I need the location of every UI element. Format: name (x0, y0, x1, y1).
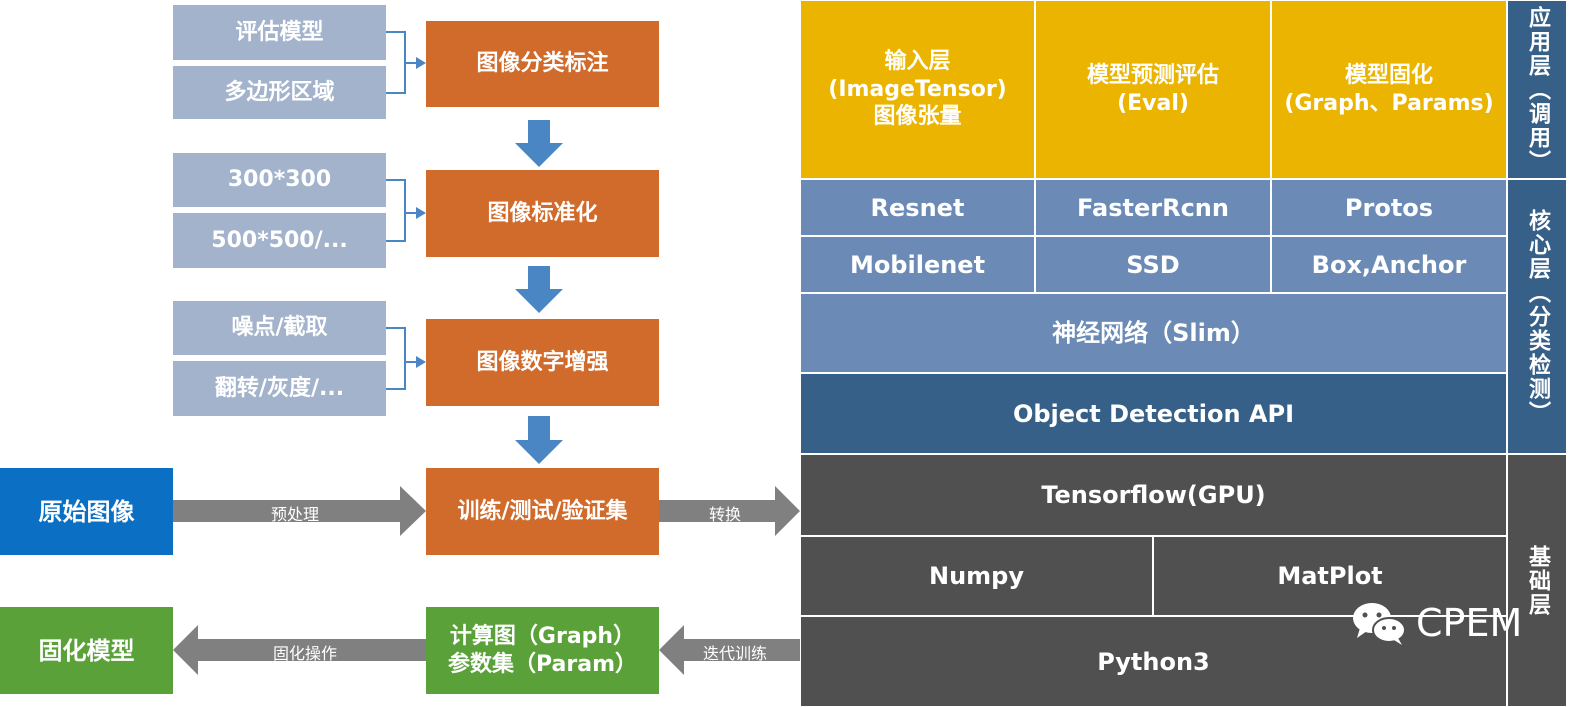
freeze-op-label: 固化操作 (272, 644, 337, 663)
iterate-label: 迭代训练 (702, 644, 767, 663)
wechat-icon (1353, 603, 1406, 645)
input-size-300: 300*300 (173, 153, 386, 207)
app-eval-line1: 模型预测评估 (1086, 63, 1219, 88)
input-polygon-region: 多边形区域 (173, 66, 386, 119)
bracket-arrowhead-2 (416, 207, 426, 219)
convert-arrow (659, 486, 800, 536)
app-input-line1: 输入层 (884, 49, 951, 75)
graph-label: 计算图（Graph） (449, 624, 636, 649)
base-matplot: MatPlot (1153, 536, 1507, 616)
brand-watermark: CPEM (1350, 600, 1522, 646)
down-arrow-2 (515, 266, 563, 313)
input-size-500: 500*500/... (173, 213, 386, 268)
side-label-core: 核心层（分类检测） (1507, 179, 1567, 454)
app-input-line2: (ImageTensor) (828, 76, 1007, 102)
app-freeze-layer: 模型固化 (Graph、Params) (1271, 0, 1507, 179)
graph-param-box: 计算图（Graph） 参数集（Param） (426, 607, 659, 694)
app-eval-layer: 模型预测评估 (Eval) (1035, 0, 1271, 179)
bracket-arrowhead-1 (416, 57, 426, 69)
preprocess-arrow (173, 486, 426, 536)
input-eval-model: 评估模型 (173, 5, 386, 60)
input-noise-crop: 噪点/截取 (173, 301, 386, 355)
step-image-augment: 图像数字增强 (426, 319, 659, 406)
input-bracket-2 (386, 179, 418, 242)
final-model-box: 固化模型 (0, 607, 173, 694)
core-ssd: SSD (1035, 236, 1271, 293)
source-image-box: 原始图像 (0, 468, 173, 555)
core-fasterrcnn: FasterRcnn (1035, 179, 1271, 236)
brand-text: CPEM (1416, 601, 1523, 645)
convert-label: 转换 (708, 505, 741, 524)
input-bracket-3 (386, 327, 418, 390)
core-resnet: Resnet (800, 179, 1035, 236)
step-image-normalize: 图像标准化 (426, 170, 659, 257)
app-freeze-line2: (Graph、Params) (1284, 90, 1494, 116)
core-mobilenet: Mobilenet (800, 236, 1035, 293)
app-eval-line2: (Eval) (1117, 90, 1189, 116)
core-od-api: Object Detection API (800, 373, 1507, 454)
input-bracket-1 (386, 31, 418, 94)
app-freeze-line1: 模型固化 (1344, 63, 1433, 88)
step-dataset-split: 训练/测试/验证集 (426, 468, 659, 555)
param-label: 参数集（Param） (448, 651, 637, 677)
side-label-app: 应用层（调用） (1507, 0, 1567, 179)
preprocess-label: 预处理 (270, 505, 319, 524)
core-protos: Protos (1271, 179, 1507, 236)
freeze-arrow (173, 625, 426, 675)
input-flip-gray: 翻转/灰度/... (173, 361, 386, 416)
base-numpy: Numpy (800, 536, 1153, 616)
base-tensorflow: Tensorflow(GPU) (800, 454, 1507, 536)
app-input-layer: 输入层 (ImageTensor) 图像张量 (800, 0, 1035, 179)
side-label-base: 基础层 (1507, 454, 1567, 707)
down-arrow-3 (515, 416, 563, 464)
down-arrow-1 (515, 120, 563, 167)
app-input-line3: 图像张量 (873, 104, 962, 130)
bracket-arrowhead-3 (416, 356, 426, 368)
iterate-arrow (659, 625, 800, 675)
core-box-anchor: Box,Anchor (1271, 236, 1507, 293)
step-image-annotation: 图像分类标注 (426, 21, 659, 107)
core-slim: 神经网络（Slim） (800, 293, 1507, 373)
